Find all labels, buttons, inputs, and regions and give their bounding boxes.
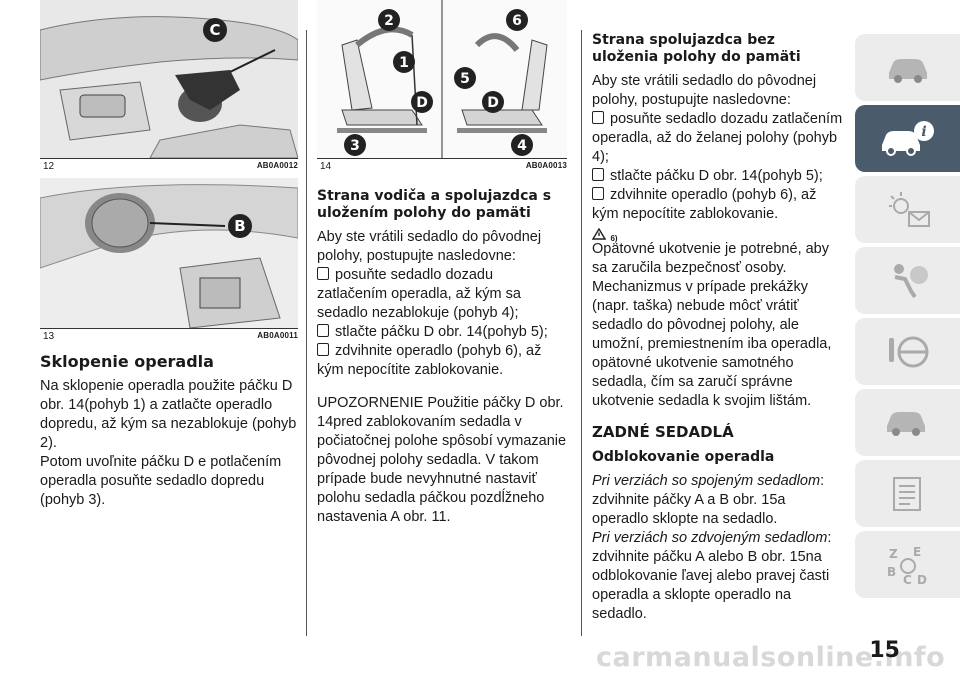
bullet-box-icon: [592, 111, 604, 124]
svg-text:C: C: [903, 573, 912, 586]
tab-car-info[interactable]: i: [855, 105, 960, 172]
bullet-box-icon: [317, 343, 329, 356]
section-heading: ZADNÉ SEDADLÁ: [592, 423, 734, 441]
section-heading: Sklopenie operadla: [40, 352, 214, 371]
bullet-text: zdvihnite operadlo (pohyb 6), až kým nep…: [317, 343, 542, 378]
callout-1: 1: [399, 55, 409, 71]
paragraph: Potom uvoľnite páčku D e potlačením oper…: [40, 454, 282, 508]
car-icon: [888, 58, 927, 83]
subsection-heading: Odblokovanie operadla: [592, 449, 775, 465]
paragraph-text: : zdvihnite páčky A a B obr. 15a operadl…: [592, 473, 825, 527]
paragraph-text: : zdvihnite páčku A alebo B obr. 15na od…: [592, 530, 832, 622]
paragraph: Opätovné ukotvenie je potrebné, aby sa z…: [592, 241, 832, 409]
callout-3: 3: [350, 138, 360, 154]
tab-warning-lights[interactable]: [855, 176, 960, 243]
callout-6: 6: [512, 13, 522, 29]
warning-triangle-icon: [591, 227, 607, 240]
bullet-box-icon: [317, 267, 329, 280]
tab-technical-data[interactable]: [855, 460, 960, 527]
callout-d: D: [416, 95, 428, 111]
warning-paragraph: UPOZORNENIE Použitie páčky D obr. 14pred…: [317, 395, 567, 525]
callout-2: 2: [384, 13, 394, 29]
bullet-item: zdvihnite operadlo (pohyb 6), až kým nep…: [592, 186, 844, 224]
watermark: carmanualsonline.info: [596, 642, 946, 673]
callout-d: D: [487, 95, 499, 111]
bullet-box-icon: [317, 324, 329, 337]
subsection-heading: Strana vodiča a spolujazdca s uložením p…: [317, 188, 552, 221]
figure-number: 14: [320, 161, 332, 172]
figure-number: 13: [43, 331, 55, 342]
column-divider: [581, 30, 582, 636]
svg-text:B: B: [887, 565, 896, 579]
page-number: 15: [869, 638, 900, 663]
tab-safety[interactable]: [855, 247, 960, 314]
callout-5: 5: [460, 71, 470, 87]
data-sheet-icon: [892, 476, 921, 511]
bullet-item: posuňte sedadlo dozadu zatlačením operad…: [592, 110, 844, 167]
seat-movement-diagram: 2 1 D 3 6 5 D 4: [317, 0, 567, 158]
figure-code: AB0A0013: [525, 161, 567, 170]
seat-knob-b-illustration: B: [40, 178, 298, 328]
bullet-text: stlačte páčku D obr. 14(pohyb 5);: [335, 324, 548, 340]
figure-12: C: [40, 0, 298, 159]
warning-light-icon: [888, 191, 930, 227]
car-service-icon: [886, 411, 925, 436]
bullet-text: stlačte páčku D obr. 14(pohyb 5);: [610, 168, 823, 184]
figure-14-caption: 14 AB0A0013: [317, 159, 567, 172]
callout-c: C: [209, 21, 220, 39]
tab-car[interactable]: [855, 34, 960, 101]
bullet-text: posuňte sedadlo dozadu zatlačením operad…: [592, 111, 843, 165]
callout-b: B: [234, 217, 245, 235]
bullet-item: stlačte páčku D obr. 14(pohyb 5);: [317, 323, 567, 342]
italic-label: Pri verziách so spojeným sedadlom: [592, 473, 821, 489]
svg-text:i: i: [921, 124, 926, 140]
figure-12-caption: 12 AB0A0012: [40, 159, 298, 172]
warning-ref-number: 6): [610, 234, 618, 243]
subsection-heading: Strana spolujazdca bez uloženia polohy d…: [592, 32, 801, 65]
tab-driving[interactable]: [855, 318, 960, 385]
bullet-box-icon: [592, 187, 604, 200]
bullet-item: posuňte sedadlo dozadu zatlačením operad…: [317, 266, 567, 323]
bullet-item: zdvihnite operadlo (pohyb 6), až kým nep…: [317, 342, 567, 380]
paragraph: Aby ste vrátili sedadlo do pôvodnej polo…: [317, 229, 542, 264]
italic-label: Pri verziách so zdvojeným sedadlom: [592, 530, 828, 546]
figure-code: AB0A0011: [257, 331, 298, 340]
figure-14: 2 1 D 3 6 5 D 4: [317, 0, 567, 159]
svg-text:Z: Z: [889, 547, 898, 561]
figure-number: 12: [43, 161, 55, 172]
column-1: C 12 AB0A0012 B 13 AB0A0011 Sklopenie op…: [40, 0, 298, 510]
paragraph: Pri verziách so zdvojeným sedadlom: zdvi…: [592, 529, 844, 624]
paragraph: Na sklopenie operadla použite páčku D ob…: [40, 378, 297, 451]
bullet-item: stlačte páčku D obr. 14(pohyb 5);: [592, 167, 844, 186]
car-info-icon: i: [881, 120, 934, 156]
bullet-text: zdvihnite operadlo (pohyb 6), až kým nep…: [592, 187, 817, 222]
column-3: Strana spolujazdca bez uloženia polohy d…: [591, 32, 844, 624]
svg-text:E: E: [913, 545, 921, 559]
column-divider: [306, 30, 307, 636]
steering-icon: [888, 336, 928, 367]
tab-emergency[interactable]: [855, 389, 960, 456]
warning-reference: 6): [591, 227, 844, 243]
airbag-icon: [893, 263, 928, 298]
figure-13: B: [40, 178, 298, 329]
bullet-box-icon: [592, 168, 604, 181]
svg-text:D: D: [917, 573, 927, 586]
paragraph: Pri verziách so spojeným sedadlom: zdvih…: [592, 472, 844, 529]
column-2: 2 1 D 3 6 5 D 4 14 AB0A0013 Strana vodič…: [317, 0, 567, 527]
bullet-text: posuňte sedadlo dozadu zatlačením operad…: [317, 267, 521, 321]
callout-4: 4: [517, 138, 527, 154]
figure-code: AB0A0012: [256, 161, 298, 170]
figure-13-caption: 13 AB0A0011: [40, 329, 298, 342]
seat-lever-c-illustration: C: [40, 0, 298, 158]
paragraph: Aby ste vrátili sedadlo do pôvodnej polo…: [592, 73, 817, 108]
